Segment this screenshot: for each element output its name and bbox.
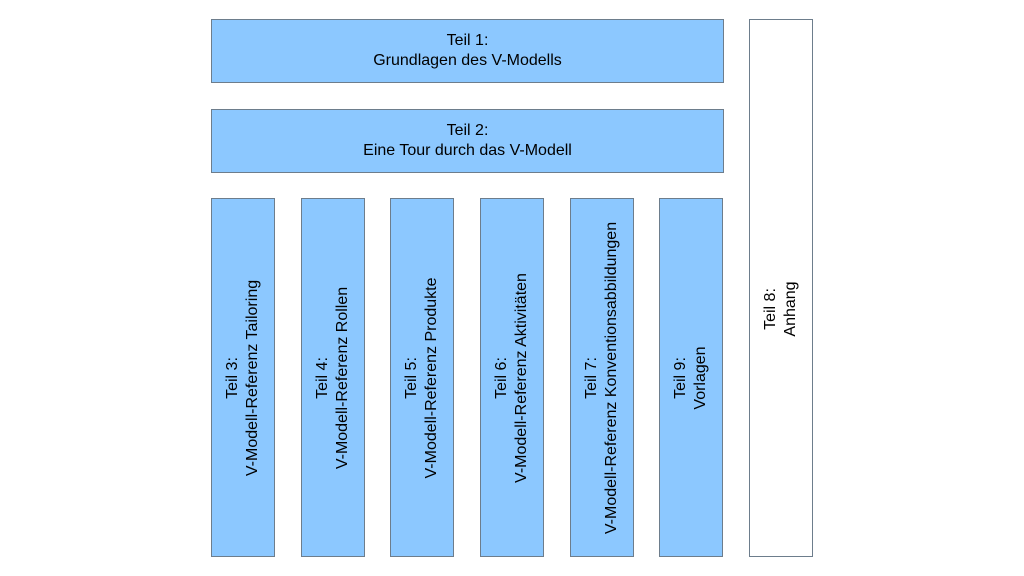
teil-4-number: Teil 4: bbox=[314, 356, 331, 399]
teil-2-title: Eine Tour durch das V-Modell bbox=[363, 142, 572, 159]
teil-1-title: Grundlagen des V-Modells bbox=[373, 52, 562, 69]
teil-9-title: Vorlagen bbox=[692, 345, 709, 410]
teil-4-label: Teil 4: V-Modell-Referenz Rollen bbox=[313, 286, 353, 468]
teil-3-box: Teil 3: V-Modell-Referenz Tailoring bbox=[211, 198, 275, 557]
teil-9-box: Teil 9: Vorlagen bbox=[659, 198, 723, 557]
teil-5-label: Teil 5: V-Modell-Referenz Produkte bbox=[402, 277, 442, 478]
teil-5-title: V-Modell-Referenz Produkte bbox=[423, 277, 440, 478]
teil-1-number: Teil 1: bbox=[446, 32, 489, 49]
teil-8-title: Anhang bbox=[782, 281, 799, 338]
teil-6-box: Teil 6: V-Modell-Referenz Aktivitäten bbox=[480, 198, 544, 557]
teil-8-number: Teil 8: bbox=[762, 288, 779, 331]
teil-5-number: Teil 5: bbox=[403, 356, 420, 399]
teil-5-box: Teil 5: V-Modell-Referenz Produkte bbox=[390, 198, 454, 557]
teil-8-box: Teil 8: Anhang bbox=[749, 19, 813, 557]
teil-7-label: Teil 7: V-Modell-Referenz Konventionsabb… bbox=[582, 221, 622, 533]
teil-7-box: Teil 7: V-Modell-Referenz Konventionsabb… bbox=[570, 198, 634, 557]
teil-6-number: Teil 6: bbox=[493, 356, 510, 399]
teil-9-number: Teil 9: bbox=[672, 356, 689, 399]
teil-8-label: Teil 8: Anhang bbox=[761, 282, 801, 337]
teil-1-box: Teil 1: Grundlagen des V-Modells bbox=[211, 19, 724, 83]
teil-2-number: Teil 2: bbox=[446, 122, 489, 139]
teil-3-title: V-Modell-Referenz Tailoring bbox=[244, 279, 261, 476]
teil-4-box: Teil 4: V-Modell-Referenz Rollen bbox=[301, 198, 365, 557]
teil-3-number: Teil 3: bbox=[224, 356, 241, 399]
teil-6-label: Teil 6: V-Modell-Referenz Aktivitäten bbox=[492, 273, 532, 483]
teil-7-title: V-Modell-Referenz Konventionsabbildungen bbox=[603, 221, 620, 534]
teil-4-title: V-Modell-Referenz Rollen bbox=[334, 286, 351, 469]
teil-6-title: V-Modell-Referenz Aktivitäten bbox=[513, 272, 530, 483]
teil-9-label: Teil 9: Vorlagen bbox=[671, 346, 711, 409]
teil-2-box: Teil 2: Eine Tour durch das V-Modell bbox=[211, 109, 724, 173]
teil-3-label: Teil 3: V-Modell-Referenz Tailoring bbox=[223, 279, 263, 475]
teil-7-number: Teil 7: bbox=[583, 356, 600, 399]
